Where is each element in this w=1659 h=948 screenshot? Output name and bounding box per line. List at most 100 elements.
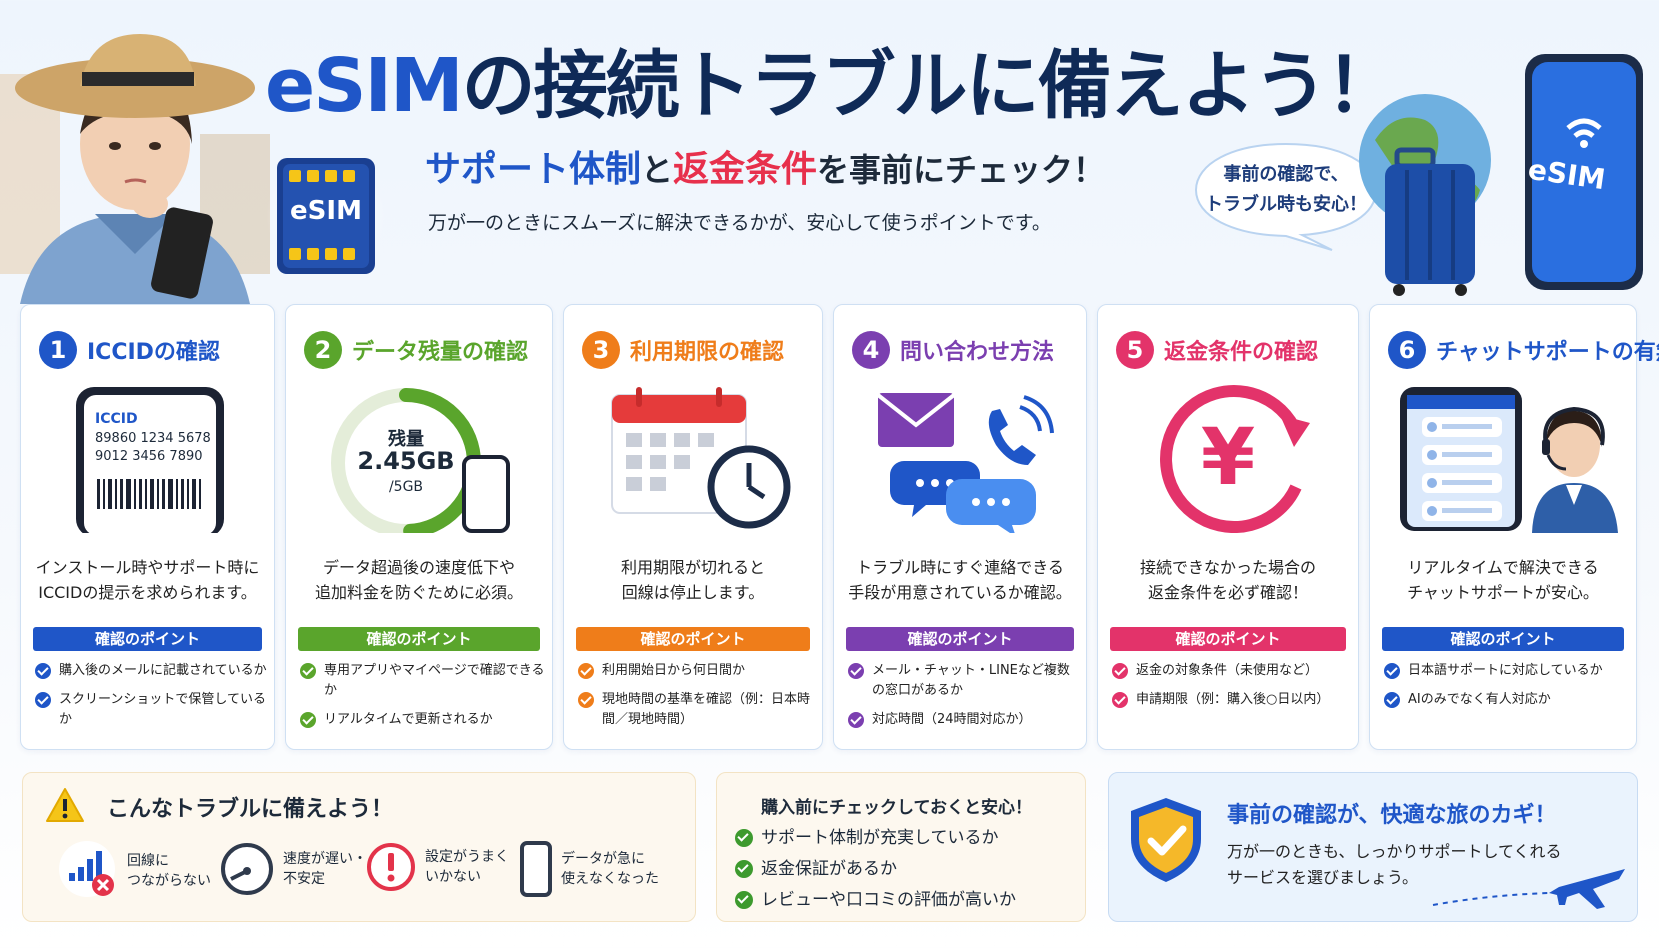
points-list: 購入後のメールに記載されているか スクリーンショットで保管しているか xyxy=(35,661,268,739)
check-icon xyxy=(735,829,753,847)
check-text: 申請期限（例：購入後○日以内） xyxy=(1136,692,1330,707)
check-icon xyxy=(1384,663,1400,679)
card-header: 3 利用期限の確認 xyxy=(582,331,784,369)
check-text: リアルタイムで更新されるか xyxy=(324,712,493,727)
points-list: 返金の対象条件（未使用など） 申請期限（例：購入後○日以内） xyxy=(1112,661,1352,719)
check-text: 日本語サポートに対応しているか xyxy=(1408,663,1603,678)
trouble-label: データが急に 使えなくなった xyxy=(561,851,659,887)
step-number: 6 xyxy=(1388,331,1426,369)
check-text: メール・チャット・LINEなど複数の窓口があるか xyxy=(872,663,1070,698)
points-label: 確認のポイント xyxy=(33,627,262,651)
desc-line-1: データ超過後の速度低下や xyxy=(322,558,515,577)
globe-suitcase-phone-illustration xyxy=(1359,54,1643,296)
trouble-item-no-connection: 回線に つながらない xyxy=(57,841,211,901)
chat-operator-illustration xyxy=(1370,383,1636,533)
list-item: サポート体制が充実しているか xyxy=(735,827,1016,849)
points-list: 専用アプリやマイページで確認できるか リアルタイムで更新されるか xyxy=(300,661,546,739)
desc-line-2: ICCIDの提示を求められます。 xyxy=(38,583,257,602)
card-title: 利用期限の確認 xyxy=(630,340,785,365)
trouble-section: こんなトラブルに備えよう！ 回線に つながらない 速度が遅い・ 不安定 設定がう… xyxy=(22,772,696,922)
check-text: 現地時間の基準を確認（例：日本時間／現地時間） xyxy=(602,692,811,727)
yen-symbol: ¥ xyxy=(1200,413,1256,503)
subtitle-support: サポート体制 xyxy=(425,149,642,190)
list-item: 購入後のメールに記載されているか xyxy=(35,661,268,681)
desc-line-2: 回線は停止します。 xyxy=(621,583,765,602)
mail-icon xyxy=(876,393,956,447)
card-refund-conditions: 5 返金条件の確認 ¥ 接続できなかった場合の返金条件を必ず確認！ 確認のポイン… xyxy=(1097,304,1359,750)
step-number: 2 xyxy=(304,331,342,369)
check-text: 専用アプリやマイページで確認できるか xyxy=(324,663,545,698)
card-description: トラブル時にすぐ連絡できる手段が用意されているか確認。 xyxy=(840,555,1080,605)
desc-line-1: 接続できなかった場合の xyxy=(1139,558,1316,577)
check-icon xyxy=(1112,692,1128,708)
iccid-number-line-2: 9012 3456 7890 xyxy=(95,449,203,464)
points-label: 確認のポイント xyxy=(1110,627,1346,651)
check-icon xyxy=(735,891,753,909)
subtitle-check: を事前にチェック！ xyxy=(817,151,1106,189)
card-header: 6 チャットサポートの有無 xyxy=(1388,331,1659,369)
list-item: 現地時間の基準を確認（例：日本時間／現地時間） xyxy=(578,690,816,730)
lead-text: 万が一のときにスムーズに解決できるかが、安心して使うポイントです。 xyxy=(428,212,1051,234)
chip-label: eSIM xyxy=(290,196,362,226)
desc-line-1: 万が一のときも、しっかりサポートしてくれる xyxy=(1227,842,1562,861)
alert-circle-icon xyxy=(367,843,415,891)
shield-check-icon xyxy=(1131,798,1201,882)
precheck-list: サポート体制が充実しているか 返金保証があるか レビューや口コミの評価が高いか xyxy=(735,827,1016,920)
check-icon xyxy=(848,663,864,679)
trouble-label: 速度が遅い・ 不安定 xyxy=(283,851,367,887)
points-label: 確認のポイント xyxy=(1382,627,1624,651)
desc-line-2: 手段が用意されているか確認。 xyxy=(848,583,1072,602)
card-title: データ残量の確認 xyxy=(352,340,529,365)
closing-description: 万が一のときも、しっかりサポートしてくれるサービスを選びましょう。 xyxy=(1227,839,1562,891)
check-icon xyxy=(848,712,864,728)
check-icon xyxy=(300,663,316,679)
list-item: レビューや口コミの評価が高いか xyxy=(735,889,1016,911)
traveler-illustration xyxy=(0,34,270,304)
card-title: チャットサポートの有無 xyxy=(1436,340,1659,365)
card-header: 2 データ残量の確認 xyxy=(304,331,528,369)
desc-line-1: トラブル時にすぐ連絡できる xyxy=(856,558,1064,577)
list-item: メール・チャット・LINEなど複数の窓口があるか xyxy=(848,661,1080,701)
page-title: eSIMの接続トラブルに備えよう！ xyxy=(265,26,1400,133)
subtitle-refund: 返金条件 xyxy=(673,149,818,190)
card-chat-support: 6 チャットサポートの有無 リアルタイムで解決できるチャットサポートが安心。 確… xyxy=(1369,304,1659,750)
phone-iccid-illustration: ICCID 89860 1234 5678 9012 3456 7890 xyxy=(21,383,274,537)
closing-title: 事前の確認が、快適な旅のカギ！ xyxy=(1227,803,1557,828)
trouble-label: 設定がうまく いかない xyxy=(425,849,509,885)
remaining-value: 2.45GB xyxy=(357,447,455,475)
list-item: 利用開始日から何日間か xyxy=(578,661,816,681)
card-description: 利用期限が切れると回線は停止します。 xyxy=(570,555,816,605)
trouble-title: こんなトラブルに備えよう！ xyxy=(107,797,394,822)
iccid-label: ICCID xyxy=(95,411,138,427)
smartphone-icon xyxy=(520,841,552,897)
subtitle-and: と xyxy=(641,151,674,189)
card-header: 5 返金条件の確認 xyxy=(1116,331,1318,369)
list-item: AIのみでなく有人対応か xyxy=(1384,690,1630,710)
calendar-clock-icon xyxy=(564,383,822,533)
desc-line-1: 利用期限が切れると xyxy=(620,558,765,577)
check-text: サポート体制が充実しているか xyxy=(761,828,999,848)
list-item: 専用アプリやマイページで確認できるか xyxy=(300,661,546,701)
check-text: 対応時間（24時間対応か） xyxy=(872,712,1032,727)
list-item: 申請期限（例：購入後○日以内） xyxy=(1112,690,1352,710)
card-contact-methods: 4 問い合わせ方法 トラブル時にすぐ連絡できる手段が用意されているか確認。 確認… xyxy=(833,304,1087,750)
title-esim: eSIM xyxy=(265,43,464,129)
card-validity-period: 3 利用期限の確認 利用期限が切れると回線は停止します。 確認のポイント 利用開… xyxy=(563,304,823,750)
check-text: AIのみでなく有人対応か xyxy=(1408,692,1551,707)
check-text: スクリーンショットで保管しているか xyxy=(59,692,266,727)
page-subtitle: サポート体制と返金条件を事前にチェック！ xyxy=(425,140,1105,192)
card-data-remaining: 2 データ残量の確認 残量 2.45GB /5GB データ超過後の速度低下や追加… xyxy=(285,304,553,750)
desc-line-1: インストール時やサポート時に xyxy=(35,558,260,577)
list-item: リアルタイムで更新されるか xyxy=(300,710,546,730)
precheck-section: 購入前にチェックしておくと安心！ サポート体制が充実しているか 返金保証があるか… xyxy=(716,772,1086,922)
trouble-label: 回線に つながらない xyxy=(127,853,211,889)
list-item: 対応時間（24時間対応か） xyxy=(848,710,1080,730)
card-header: 1 ICCIDの確認 xyxy=(39,331,220,369)
card-title: 返金条件の確認 xyxy=(1164,340,1319,365)
check-text: 返金の対象条件（未使用など） xyxy=(1136,663,1319,678)
list-item: スクリーンショットで保管しているか xyxy=(35,690,268,730)
title-rest: の接続トラブルに備えよう！ xyxy=(461,43,1400,129)
closing-section: 事前の確認が、快適な旅のカギ！ 万が一のときも、しっかりサポートしてくれるサービ… xyxy=(1108,772,1638,922)
desc-line-2: 返金条件を必ず確認！ xyxy=(1147,583,1308,602)
step-number: 1 xyxy=(39,331,77,369)
